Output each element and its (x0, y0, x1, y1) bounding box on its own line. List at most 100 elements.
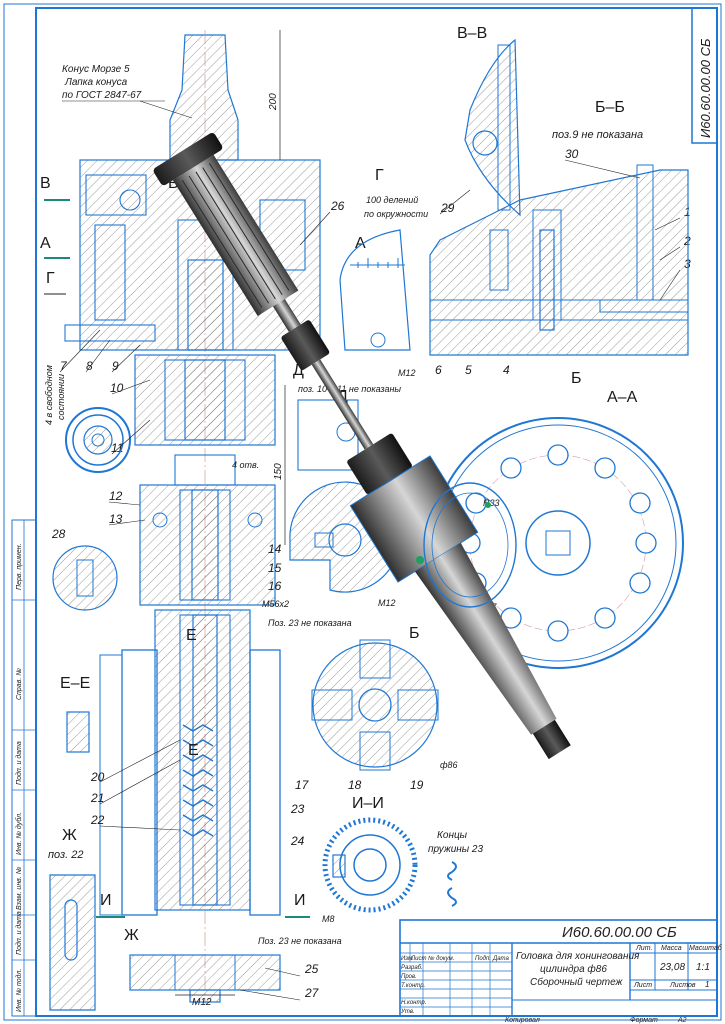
m12-note-g: М12 (398, 368, 416, 378)
m56-note: М56х2 (262, 599, 289, 609)
vertical-code: И60.60.00.00 СБ (698, 38, 713, 138)
pos-label: 8 (86, 359, 93, 373)
pos-label: 21 (90, 791, 104, 805)
holes-note: 4 отв. (232, 460, 259, 470)
section-g: Г 100 делений по окружности М12 (339, 167, 428, 378)
title-name: Сборочный чертеж (530, 976, 624, 988)
pos-label: 30 (565, 147, 579, 161)
pos-label: 28 (51, 527, 66, 541)
pos-label: 5 (465, 363, 472, 377)
pos-label: 12 (109, 489, 123, 503)
marker-d: Д (293, 362, 304, 379)
morse-note-line: по ГОСТ 2847-67 (62, 90, 142, 101)
pos-label: 9 (112, 359, 119, 373)
morse-note-line: Лапка конуса (64, 77, 128, 88)
marker-b: Б (571, 370, 582, 387)
spring-ends-note: пружины 23 (428, 844, 483, 855)
row-label: Разраб. (401, 965, 423, 971)
marker-v: В (168, 175, 179, 192)
scale-value: 1:1 (696, 962, 710, 973)
pos-label: 10 (110, 381, 124, 395)
row-label: Пров. (401, 974, 417, 980)
strip-label: Взам. инв. № (16, 866, 23, 910)
m12-note-d: М12 (378, 598, 396, 608)
col-header: Лист (410, 956, 426, 962)
marker-a: А (355, 235, 366, 252)
strip-label: Инв. № дубл. (15, 812, 23, 855)
pos23-top-note: Поз. 23 не показана (268, 618, 352, 628)
m8-note: М8 (322, 914, 335, 924)
marker-b: Б (409, 625, 420, 642)
pos-label: 27 (304, 986, 320, 1000)
mass-header: Масса (661, 945, 682, 952)
marker-a: А (40, 235, 51, 252)
title-name: цилиндра ф86 (540, 963, 607, 975)
marker-i: И (100, 892, 112, 909)
col-header: Изм. (401, 956, 414, 962)
title-name: Головка для хонингования (516, 951, 640, 962)
sheet-label: Лист (633, 982, 652, 989)
section-title-aa: А–А (607, 389, 638, 406)
marker-i: И (294, 892, 306, 909)
pos-label: 19 (410, 778, 424, 792)
r33-note: R33 (483, 498, 500, 508)
marker-e: Е (186, 627, 197, 644)
section-stones: ф86 (311, 639, 458, 771)
section-ii: И–И М8 Концы пружины 23 (322, 795, 483, 924)
morse-note-line: Конус Морзе 5 (62, 64, 130, 75)
lit-header: Лит. (635, 945, 652, 952)
mass-value: 23,08 (659, 962, 685, 973)
pos-label: 20 (90, 770, 105, 784)
section-bb: Б–Б (429, 99, 689, 356)
pos-label: 4 (503, 363, 510, 377)
strip-label: Перв. примен. (16, 543, 23, 590)
spring-ends-note: Концы (437, 830, 468, 841)
strip-label: Инв. № подл. (15, 969, 23, 1012)
row-label: Утв. (400, 1009, 415, 1015)
dim-m12-bottom: М12 (192, 997, 212, 1008)
divisions-note: 100 делений (366, 195, 418, 205)
col-header: Подп. (475, 956, 491, 962)
marker-g: Г (46, 270, 55, 287)
left-strip: Перв. примен. Справ. № Подп. и дата Инв.… (11, 519, 37, 1017)
pos-label: 15 (268, 561, 282, 575)
drawing-frame (3, 3, 722, 1021)
pos23-bottom-note: Поз. 23 не показана (258, 936, 342, 946)
copied-label: Копировал (505, 1017, 540, 1024)
pos-label: 25 (304, 962, 319, 976)
part-28-view (52, 545, 118, 611)
free-state-note: состоянии (56, 374, 66, 420)
sheets-value: 1 (705, 980, 709, 989)
sheets-label: Листов (669, 982, 696, 989)
pos-label: 7 (60, 359, 68, 373)
title-code: И60.60.00.00 СБ (562, 924, 677, 941)
row-label: Т.контр. (401, 983, 425, 989)
free-state-note: 4 в свободном (44, 365, 54, 425)
pos-label: 6 (435, 363, 442, 377)
leader-lines (59, 159, 681, 1001)
divisions-note: по окружности (364, 209, 428, 219)
pos-label: 17 (295, 778, 310, 792)
section-title-bb: Б–Б (595, 99, 625, 116)
marker-e: Е (188, 742, 199, 759)
section-title-zh: Ж (62, 827, 77, 844)
pos-label: 16 (268, 579, 282, 593)
format-label: Формат (630, 1017, 658, 1024)
row-label: Н.контр. (401, 1000, 426, 1006)
section-ee: Е–Е (60, 675, 90, 753)
section-vv: В–В (457, 25, 521, 217)
free-state-view (65, 407, 131, 473)
pos-label: 23 (290, 802, 305, 816)
dim-150: 150 (273, 463, 284, 480)
title-block: И60.60.00.00 СБ Головка для хонингования… (399, 919, 723, 1024)
section-title-ii: И–И (352, 795, 384, 812)
strip-label: Подп. и дата (15, 741, 23, 785)
marker-v: В (40, 175, 51, 192)
model-3d-render (153, 133, 571, 760)
col-header: Дата (492, 956, 509, 962)
d86-note: ф86 (440, 760, 458, 770)
strip-label: Подп. и дата (15, 911, 23, 955)
pos-label: 18 (348, 778, 362, 792)
pos-label: 22 (90, 813, 105, 827)
